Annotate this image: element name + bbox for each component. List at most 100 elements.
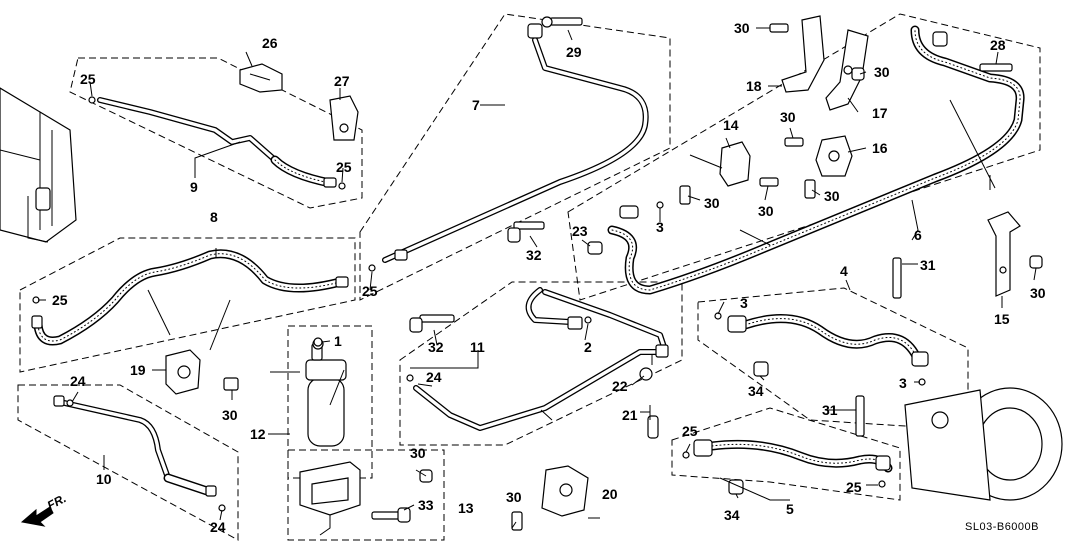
callout-25: 25 xyxy=(80,71,96,87)
callout-7: 7 xyxy=(472,97,480,113)
condenser-assembly xyxy=(0,87,77,243)
callout-14: 14 xyxy=(723,117,739,133)
callout-24: 24 xyxy=(70,373,86,389)
bolt-30-mid xyxy=(784,137,804,147)
frame-pipe-8 xyxy=(19,237,356,373)
front-direction-indicator: FR. xyxy=(20,491,68,527)
clamp-26 xyxy=(239,63,283,93)
callout-3: 3 xyxy=(899,375,907,391)
leader-lines xyxy=(38,27,1037,529)
clamp-20 xyxy=(541,465,589,517)
callout-9: 9 xyxy=(190,179,198,195)
callout-28: 28 xyxy=(990,37,1006,53)
callout-25: 25 xyxy=(846,479,862,495)
callout-18: 18 xyxy=(746,78,762,94)
bolt-30-d xyxy=(804,179,816,199)
callout-30: 30 xyxy=(758,203,774,219)
callout-31: 31 xyxy=(822,402,838,418)
suction-pipe-7 xyxy=(382,23,649,263)
bolt-30-top xyxy=(769,23,789,33)
nut-34-a xyxy=(753,361,769,377)
callout-labels: 1 2 3 3 3 4 5 6 7 8 9 10 11 12 13 14 15 … xyxy=(52,20,1046,535)
callout-25: 25 xyxy=(682,423,698,439)
clamp-27 xyxy=(329,95,359,141)
callout-30: 30 xyxy=(734,20,750,36)
bolt-30-c xyxy=(759,177,779,187)
bolt-30-f xyxy=(1029,255,1043,269)
callout-12: 12 xyxy=(250,426,266,442)
bolt-33 xyxy=(371,507,411,523)
frame-pipe-10 xyxy=(17,384,239,541)
callout-32: 32 xyxy=(428,339,444,355)
bracket-17 xyxy=(825,29,869,111)
callout-16: 16 xyxy=(872,140,888,156)
hose-5 xyxy=(693,439,893,473)
callout-17: 17 xyxy=(872,105,888,121)
callout-30: 30 xyxy=(874,64,890,80)
bolt-31-b xyxy=(855,395,865,437)
callout-11: 11 xyxy=(470,339,485,355)
callout-19: 19 xyxy=(130,362,146,378)
bolt-32-b xyxy=(409,314,455,333)
cap-1 xyxy=(313,337,323,347)
pipe-11 xyxy=(413,287,669,431)
callout-24: 24 xyxy=(426,369,442,385)
callout-1: 1 xyxy=(334,333,342,349)
bolt-30-g xyxy=(223,377,239,391)
liquid-pipe-6 xyxy=(607,25,1025,295)
callout-8: 8 xyxy=(210,209,218,225)
callout-32: 32 xyxy=(526,247,542,263)
callout-34: 34 xyxy=(748,383,764,399)
callout-25: 25 xyxy=(336,159,352,175)
callout-24: 24 xyxy=(210,519,226,535)
discharge-pipe-8 xyxy=(31,249,349,346)
frame-hose-5 xyxy=(671,407,901,501)
callout-5: 5 xyxy=(786,501,794,517)
callout-21: 21 xyxy=(622,407,638,423)
callout-22: 22 xyxy=(612,378,628,394)
bolt-31-a xyxy=(892,257,902,299)
callout-25: 25 xyxy=(52,292,68,308)
frame-pipe-11 xyxy=(399,281,683,446)
callout-30: 30 xyxy=(824,188,840,204)
hose-4 xyxy=(727,314,929,367)
ac-compressor xyxy=(904,387,1063,501)
drawing-code: SL03-B6000B xyxy=(965,521,1039,533)
o-rings xyxy=(32,96,926,512)
pipes-and-hoses xyxy=(31,23,1025,497)
frame-bracket-13 xyxy=(287,449,445,541)
nut-30-right xyxy=(851,67,865,81)
callout-30: 30 xyxy=(222,407,238,423)
components xyxy=(0,15,1063,536)
callout-31: 31 xyxy=(920,257,936,273)
pipe-10 xyxy=(53,395,217,497)
bolt-29 xyxy=(541,16,583,28)
callout-20: 20 xyxy=(602,486,618,502)
callout-34: 34 xyxy=(724,507,740,523)
callout-23: 23 xyxy=(572,223,588,239)
bolt-32-a xyxy=(507,221,545,243)
fasteners xyxy=(32,16,1043,531)
callout-30: 30 xyxy=(1030,285,1046,301)
bracket-18 xyxy=(781,15,825,93)
bolt-30-i xyxy=(511,511,523,531)
pressure-switch-21 xyxy=(647,415,659,439)
callout-6: 6 xyxy=(914,227,922,243)
callout-30: 30 xyxy=(506,489,522,505)
callout-3: 3 xyxy=(656,219,664,235)
frame-receiver-12 xyxy=(287,325,373,479)
frame-pipe-6 xyxy=(567,13,1041,301)
callout-30: 30 xyxy=(704,195,720,211)
callout-4: 4 xyxy=(840,263,848,279)
valve-23 xyxy=(587,241,603,255)
bracket-15 xyxy=(987,211,1021,297)
callout-2: 2 xyxy=(584,339,592,355)
clamp-19 xyxy=(165,349,201,395)
callout-27: 27 xyxy=(334,73,350,89)
callout-33: 33 xyxy=(418,497,434,513)
bolt-28 xyxy=(979,63,1013,72)
suction-hose-9 xyxy=(97,97,337,188)
bolt-30-e xyxy=(679,185,691,205)
callout-3: 3 xyxy=(740,295,748,311)
